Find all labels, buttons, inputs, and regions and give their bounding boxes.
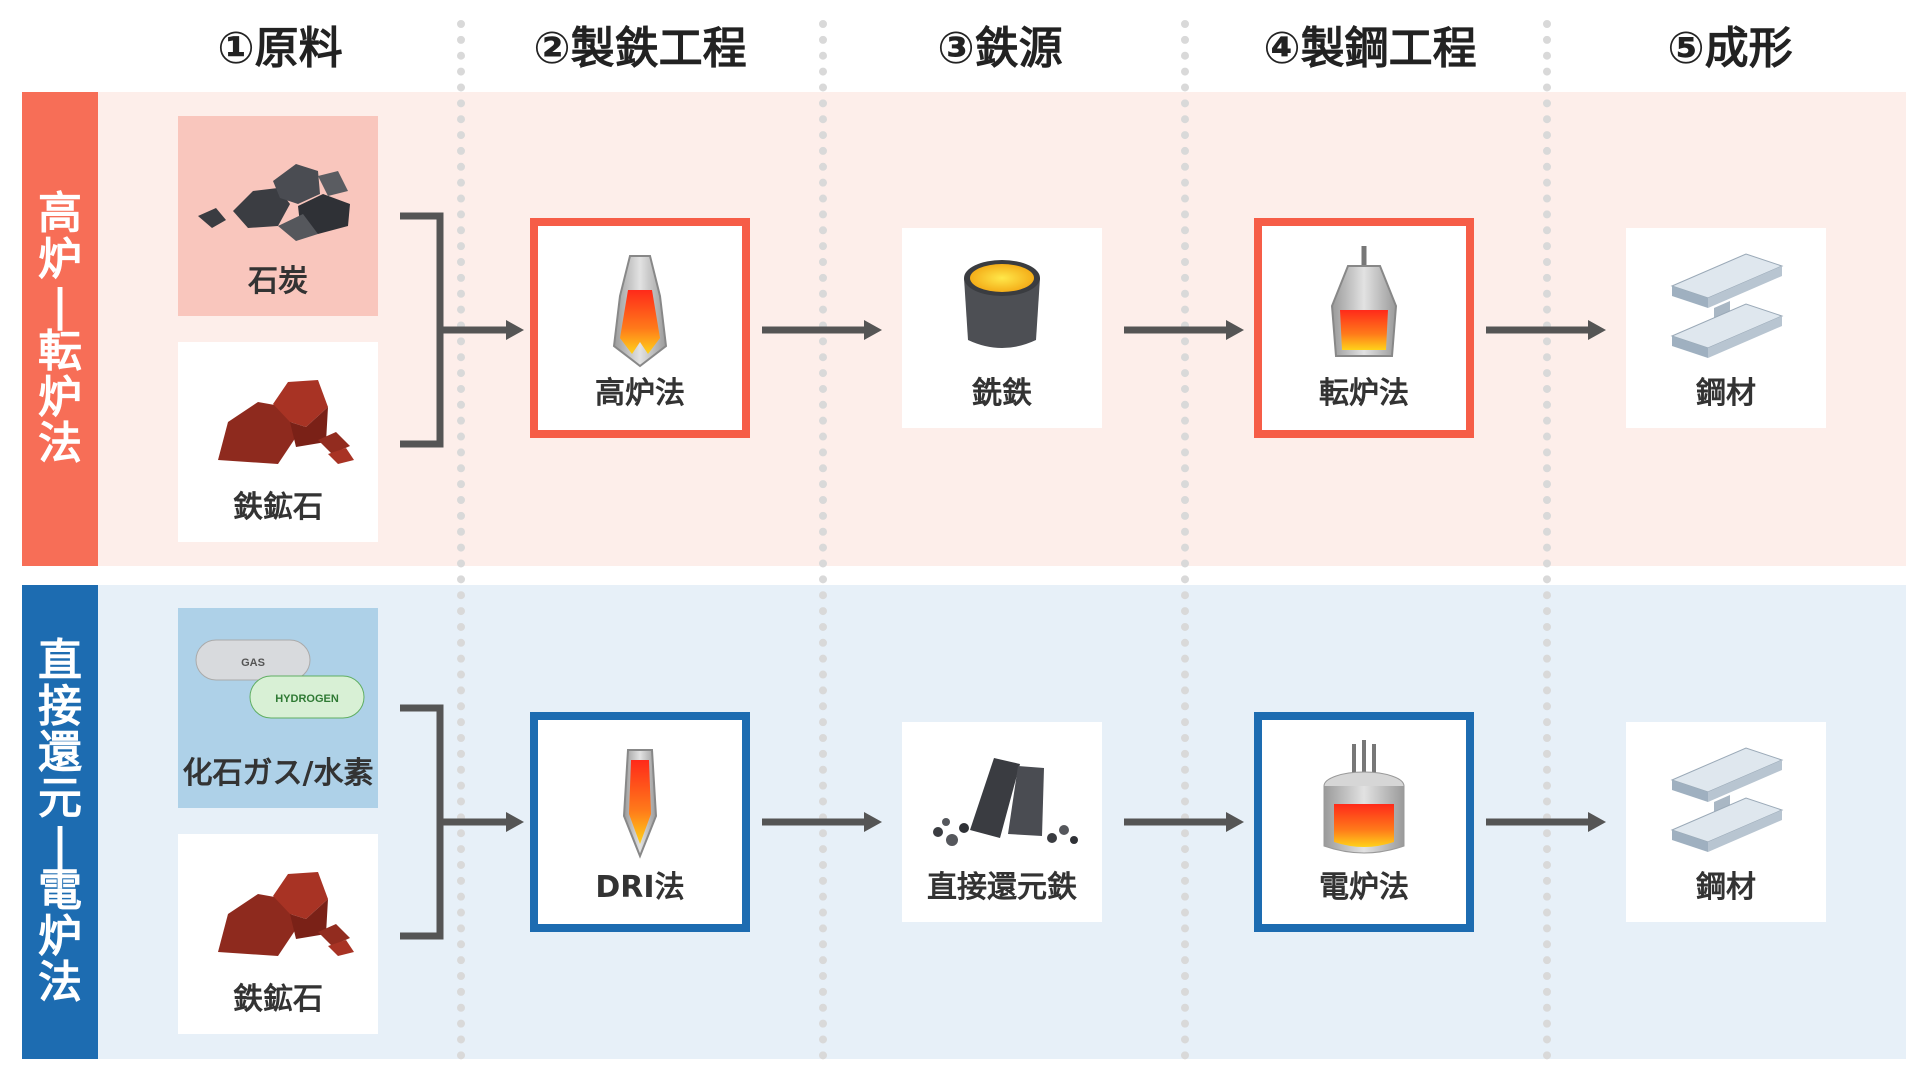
flow-arrow (1486, 812, 1606, 832)
material-label: 鉄鉱石 (233, 982, 323, 1017)
flow-arrow (762, 812, 882, 832)
product-card-steel: 鋼材 (1626, 722, 1826, 922)
process-label: 高炉法 (595, 376, 685, 411)
column-header-ironmaking: ②製鉄工程 (533, 23, 747, 74)
process-electric-arc-furnace: 電炉法 (1254, 712, 1474, 932)
column-header-iron-source: ③鉄源 (937, 23, 1063, 74)
converter-icon (1330, 246, 1398, 357)
iron-source-label: 銑鉄 (972, 376, 1032, 411)
flow-arrow (1486, 320, 1606, 340)
material-label: 石炭 (248, 264, 308, 299)
product-label: 鋼材 (1696, 870, 1756, 905)
material-card-gas-hydrogen: GAS HYDROGEN 化石ガス/水素 (178, 608, 378, 808)
gas-tank-label: GAS (241, 657, 265, 669)
material-label: 鉄鉱石 (233, 490, 323, 525)
column-divider (1543, 20, 1551, 1060)
process-converter: 転炉法 (1254, 218, 1474, 438)
electric-arc-furnace-icon (1323, 740, 1405, 854)
hydrogen-tank-label: HYDROGEN (275, 693, 339, 705)
iron-source-card-dri: 直接還元鉄 (902, 722, 1102, 922)
flow-arrow (1124, 812, 1244, 832)
gas-tanks-icon: GAS HYDROGEN (195, 639, 365, 719)
column-header-steelmaking: ④製鋼工程 (1263, 23, 1477, 74)
material-label: 化石ガス/水素 (182, 756, 374, 791)
flow-arrow (762, 320, 882, 340)
column-divider (457, 20, 465, 1060)
coal-icon (198, 164, 350, 241)
shaft-furnace-icon (622, 749, 658, 859)
route-title-blast-furnace: 高 炉 | 転 炉 法 (22, 92, 98, 566)
column-header-forming: ⑤成形 (1667, 23, 1793, 74)
flow-arrow (1124, 320, 1244, 340)
merge-bracket (400, 212, 524, 448)
route-title-direct-reduction: 直 接 還 元 | 電 炉 法 (22, 585, 98, 1059)
process-label: 転炉法 (1319, 376, 1409, 411)
iron-ore-icon (218, 380, 354, 464)
iron-ore-icon (218, 872, 354, 956)
column-divider (1181, 20, 1189, 1060)
material-card-coal: 石炭 (178, 116, 378, 316)
iron-source-label: 直接還元鉄 (927, 870, 1077, 905)
product-card-steel: 鋼材 (1626, 228, 1826, 428)
blast-furnace-icon (612, 255, 668, 368)
process-dri: DRI法 (530, 712, 750, 932)
process-blast-furnace: 高炉法 (530, 218, 750, 438)
molten-pig-iron-icon (964, 260, 1040, 348)
iron-source-card-pig-iron: 銑鉄 (902, 228, 1102, 428)
process-label: 電炉法 (1319, 870, 1409, 905)
reduced-iron-icon (933, 758, 1078, 846)
material-card-iron-ore: 鉄鉱石 (178, 834, 378, 1034)
merge-bracket (400, 704, 524, 940)
steel-beam-icon (1670, 747, 1784, 852)
column-divider (819, 20, 827, 1060)
column-header-raw-material: ①原料 (217, 23, 343, 74)
process-label: DRI法 (595, 870, 685, 905)
steel-beam-icon (1670, 253, 1784, 358)
material-card-iron-ore: 鉄鉱石 (178, 342, 378, 542)
product-label: 鋼材 (1696, 376, 1756, 411)
